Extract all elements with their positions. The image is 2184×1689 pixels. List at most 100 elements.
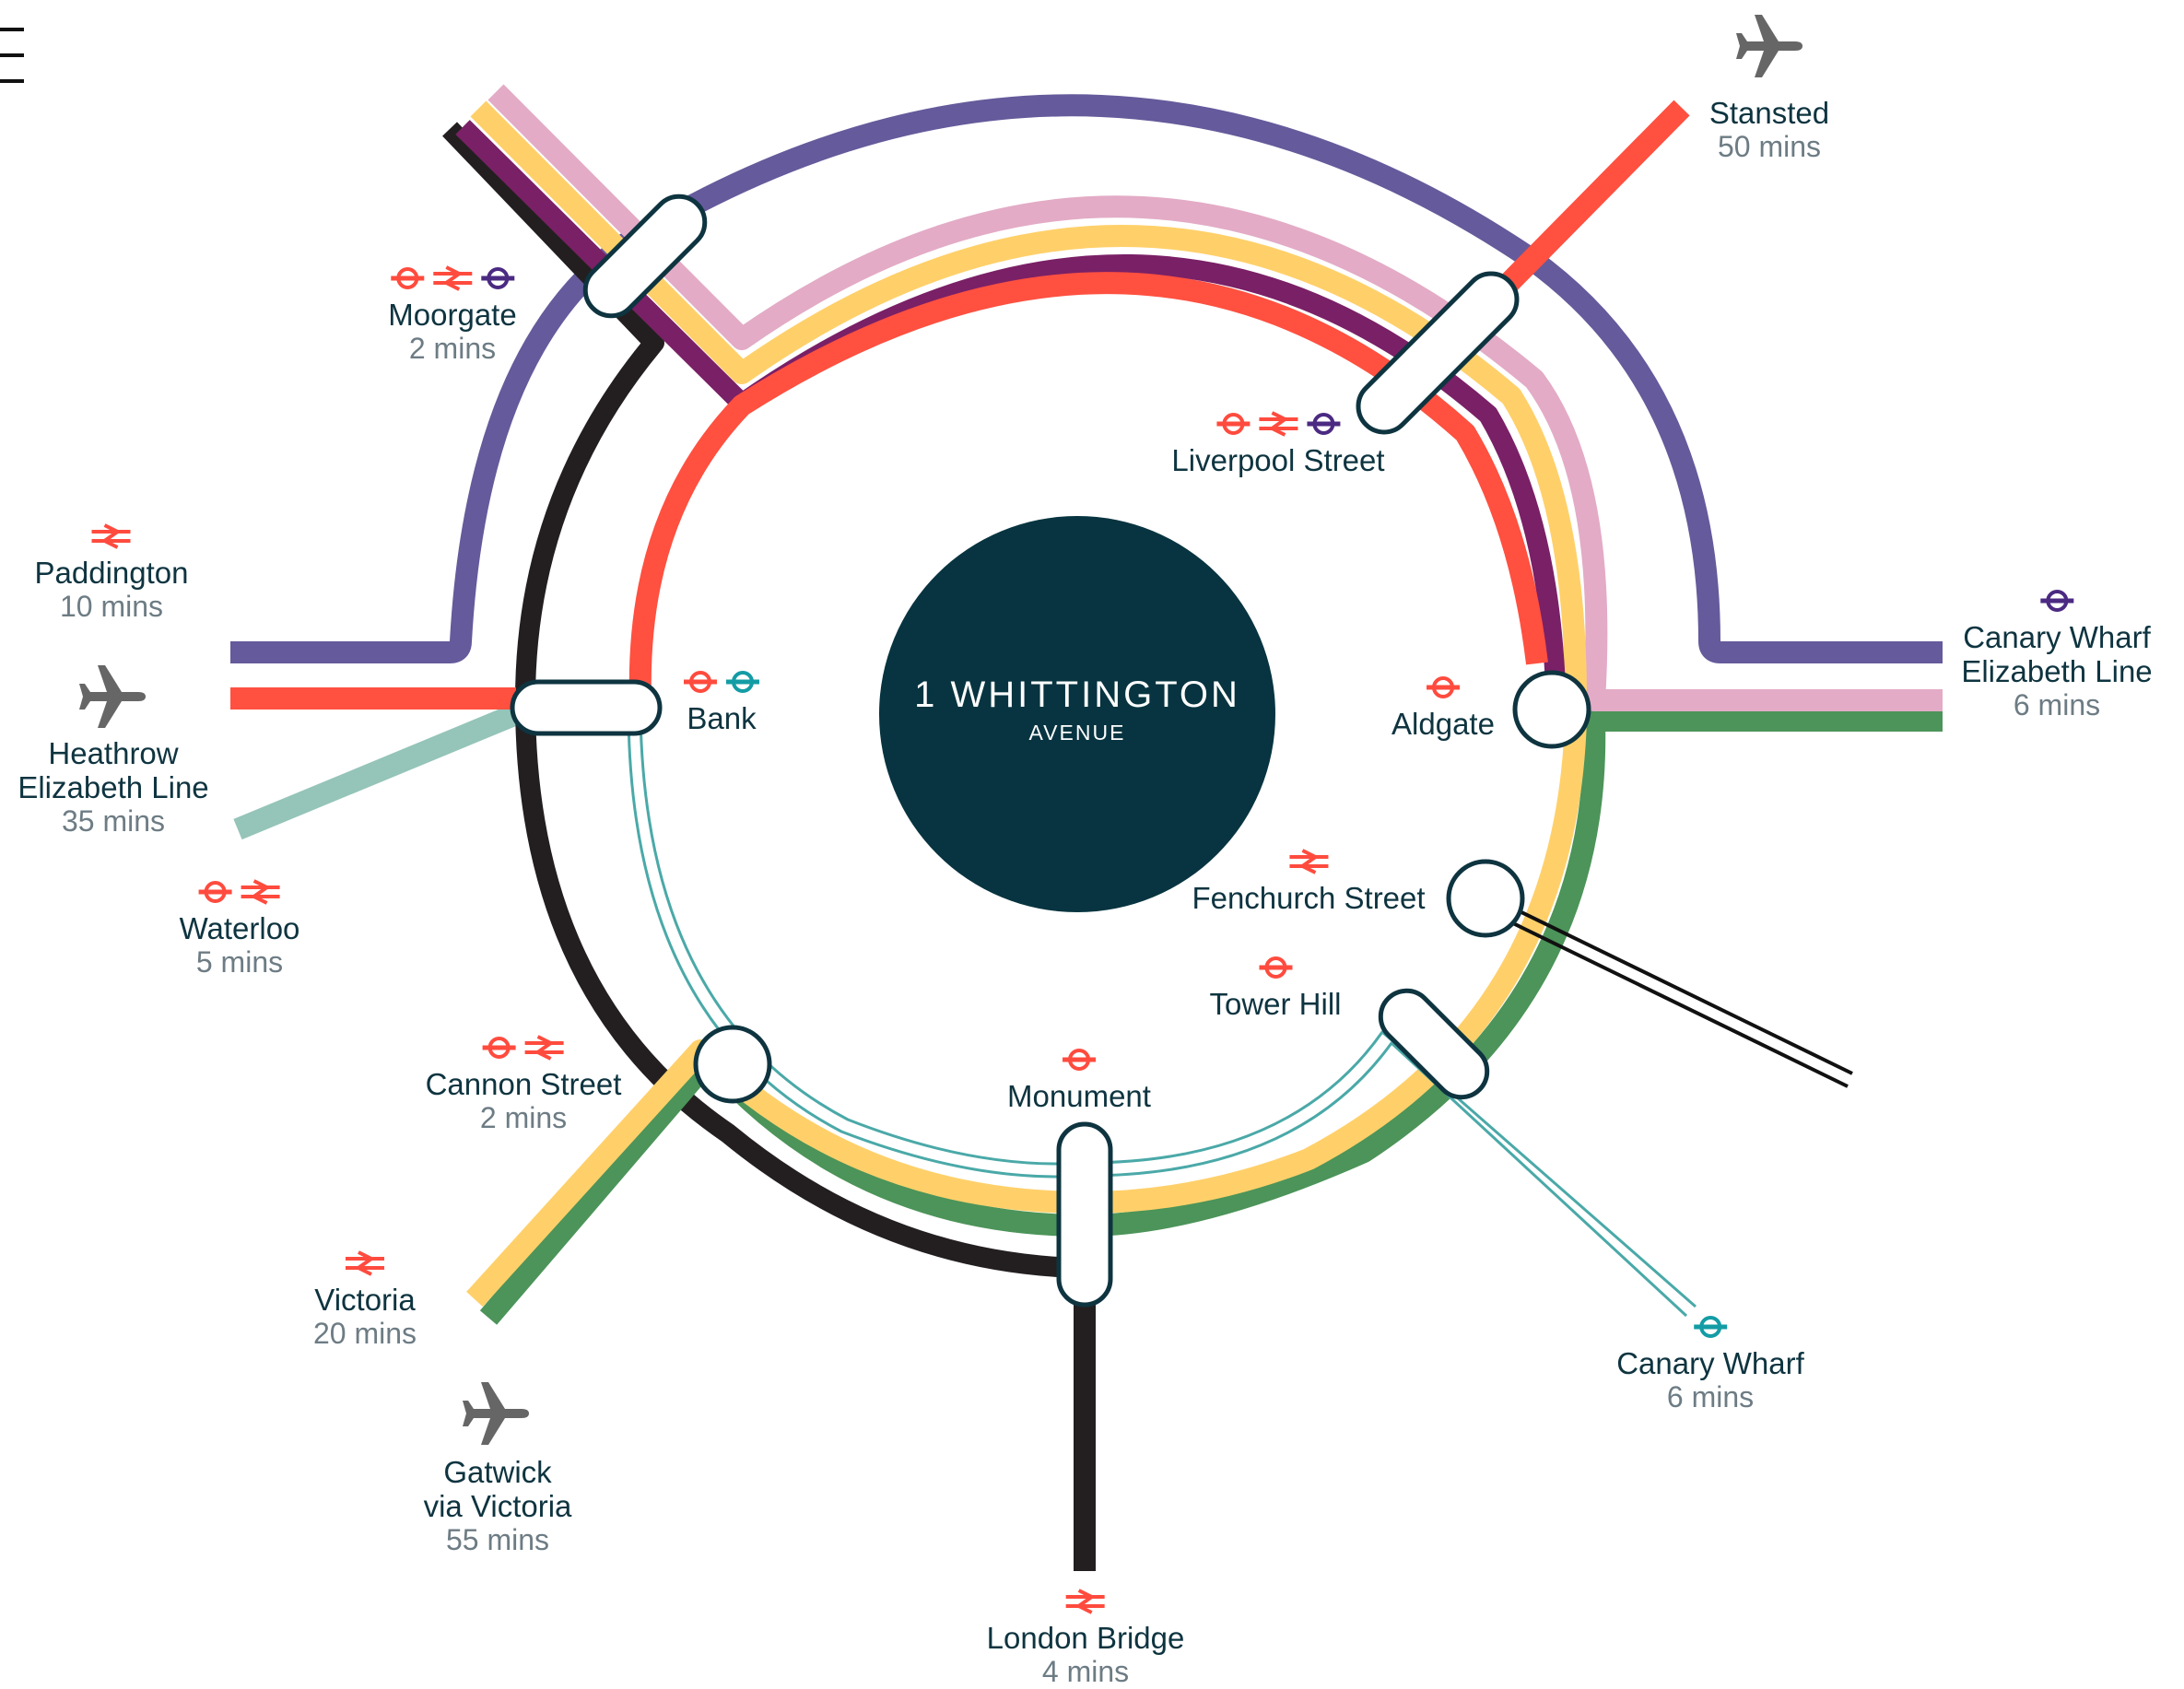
- station-moorgate[interactable]: Moorgate 2 mins: [388, 265, 517, 366]
- station-name: Gatwick: [443, 1455, 552, 1489]
- station-monument[interactable]: Monument: [1007, 1047, 1151, 1114]
- station-aldgate[interactable]: Aldgate: [1391, 674, 1495, 742]
- national-rail-icon: [432, 265, 472, 291]
- travel-time: 6 mins: [1666, 1379, 1755, 1413]
- hub-title: 1 WHITTINGTON: [914, 674, 1240, 715]
- service-icons: [987, 1589, 1185, 1614]
- monument-london-bridge-interchange: [1056, 1121, 1113, 1308]
- waterloo-city-line: [233, 703, 521, 840]
- station-victoria[interactable]: Victoria 20 mins: [313, 1250, 417, 1351]
- national-rail-icon: [525, 1035, 564, 1061]
- station-waterloo[interactable]: Waterloo 5 mins: [179, 879, 300, 979]
- station-tower-hill[interactable]: Tower Hill: [1209, 955, 1342, 1022]
- station-stansted[interactable]: Stansted 50 mins: [1708, 96, 1830, 164]
- underground-icon: [1427, 676, 1460, 698]
- station-name: Cannon Street: [425, 1067, 622, 1101]
- station-canary-wharf-elizabeth[interactable]: Canary Wharf Elizabeth Line 6 mins: [1961, 588, 2153, 722]
- central-line: [230, 272, 1548, 710]
- station-name: Heathrow: [48, 736, 179, 770]
- national-rail-icon: [91, 523, 131, 549]
- service-icons: [388, 265, 516, 291]
- northern-line: [442, 122, 1079, 1278]
- service-icons: [180, 879, 300, 905]
- station-liverpool-street[interactable]: Liverpool Street: [1171, 411, 1385, 478]
- service-icons: [1391, 674, 1495, 700]
- station-paddington[interactable]: Paddington 10 mins: [34, 523, 189, 624]
- airplane-icon-heathrow: [79, 665, 146, 728]
- destination-hub: 1 WHITTINGTON AVENUE: [879, 516, 1275, 912]
- station-name: Moorgate: [388, 298, 517, 332]
- tower-hill-interchange: [1378, 988, 1490, 1100]
- station-name: Canary Wharf: [1616, 1346, 1804, 1380]
- service-icons: [313, 1250, 417, 1276]
- elizabeth-stansted-branch: [1475, 100, 1690, 317]
- station-cannon-street[interactable]: Cannon Street 2 mins: [425, 1035, 622, 1135]
- underground-icon: [1215, 413, 1250, 435]
- bank-interchange: [510, 679, 663, 736]
- national-rail-icon: [241, 879, 280, 905]
- airplane-icon-gatwick: [463, 1382, 529, 1445]
- national-rail-icon: [1258, 411, 1297, 437]
- hub-subtitle: AVENUE: [1028, 721, 1126, 745]
- circle-line-north: [470, 100, 1587, 701]
- national-rail-icon: [1066, 1589, 1105, 1614]
- travel-time: 50 mins: [1717, 129, 1822, 163]
- station-bank[interactable]: Bank: [682, 669, 761, 736]
- moorgate-interchange: [582, 194, 708, 319]
- station-name: Canary Wharf: [1963, 620, 2151, 654]
- station-name: Bank: [687, 701, 757, 735]
- service-icons: [1192, 849, 1425, 874]
- service-icons: [426, 1035, 622, 1061]
- underground-icon: [198, 881, 232, 903]
- elizabeth-line-icon: [480, 267, 514, 289]
- travel-time: 35 mins: [61, 803, 166, 838]
- service-icons: [682, 669, 761, 695]
- station-name: Liverpool Street: [1171, 443, 1385, 477]
- airplane-icon-stansted: [1736, 15, 1802, 77]
- dlr-icon: [726, 671, 759, 693]
- station-name: Paddington: [34, 556, 189, 590]
- national-rail-icon: [345, 1250, 384, 1276]
- menu-edge-icon[interactable]: [0, 28, 24, 87]
- station-name: Fenchurch Street: [1192, 881, 1426, 915]
- station-line: Elizabeth Line: [1961, 653, 2153, 688]
- underground-icon: [1259, 956, 1292, 979]
- station-canary-wharf-dlr[interactable]: Canary Wharf 6 mins: [1616, 1314, 1804, 1414]
- station-london-bridge[interactable]: London Bridge 4 mins: [986, 1589, 1185, 1689]
- national-rail-icon: [1289, 849, 1328, 874]
- elizabeth-line-icon: [2039, 590, 2073, 612]
- service-icons: [35, 523, 189, 549]
- underground-icon: [390, 267, 424, 289]
- underground-icon: [1062, 1049, 1096, 1071]
- underground-icon: [483, 1037, 516, 1059]
- fenchurch-street-interchange: [1446, 859, 1525, 938]
- cannon-street-interchange: [693, 1025, 772, 1104]
- elizabeth-line: [230, 94, 1943, 663]
- station-gatwick[interactable]: Gatwick via Victoria 55 mins: [424, 1455, 572, 1557]
- travel-time: 55 mins: [445, 1522, 550, 1556]
- c2c-line: [1478, 892, 1853, 1088]
- service-icons: [1007, 1047, 1151, 1073]
- dlr-icon: [1694, 1316, 1727, 1338]
- circle-line-south: [466, 718, 1587, 1308]
- station-fenchurch-street[interactable]: Fenchurch Street: [1192, 849, 1426, 916]
- travel-time: 2 mins: [479, 1100, 568, 1134]
- station-name: Waterloo: [179, 911, 300, 945]
- station-name: London Bridge: [986, 1621, 1185, 1655]
- dlr-line: [627, 713, 1697, 1318]
- station-name: Victoria: [314, 1283, 416, 1317]
- travel-time: 2 mins: [408, 331, 497, 365]
- station-heathrow[interactable]: Heathrow Elizabeth Line 35 mins: [18, 736, 209, 839]
- station-name: Tower Hill: [1209, 987, 1342, 1021]
- station-line: Elizabeth Line: [18, 769, 209, 804]
- aldgate-interchange: [1512, 670, 1591, 749]
- station-name: Monument: [1007, 1079, 1151, 1113]
- travel-time: 4 mins: [1041, 1654, 1130, 1688]
- service-icons: [1961, 588, 2152, 614]
- station-name: Aldgate: [1391, 707, 1495, 741]
- travel-time: 6 mins: [2013, 687, 2101, 721]
- station-name: Stansted: [1708, 96, 1830, 130]
- district-line: [479, 710, 1943, 1325]
